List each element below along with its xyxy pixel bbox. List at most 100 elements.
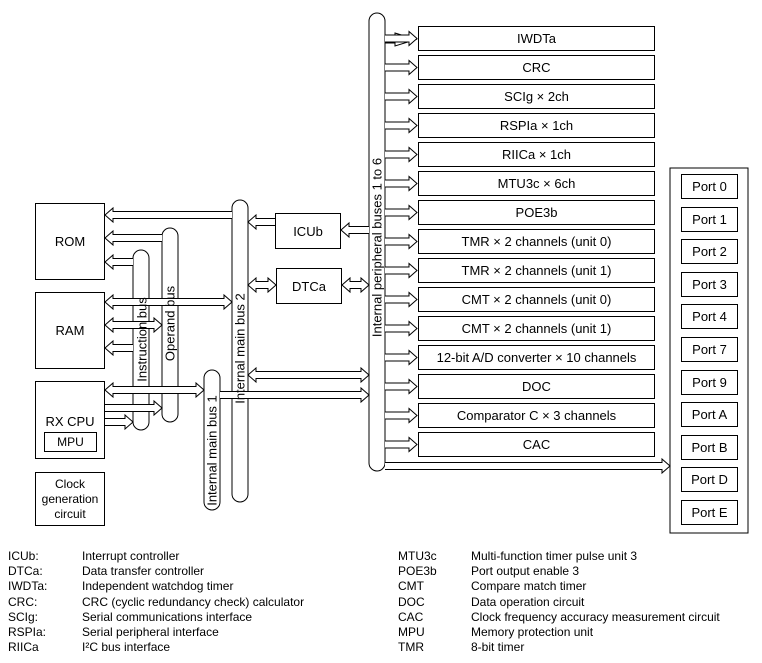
legend-row: SCIg:Serial communications interface: [8, 610, 388, 625]
bus-arrow: [385, 88, 418, 105]
mpu-label: MPU: [57, 435, 84, 449]
clock-label-line2: generation: [41, 491, 99, 506]
legend-row: RSPIa: Serial peripheral interface: [8, 625, 388, 640]
bus-arrow: [385, 204, 418, 221]
legend-abbr: SCIg:: [8, 609, 39, 624]
port-block: Port 9: [681, 370, 738, 395]
legend-row: IWDTa: Independent watchdog timer: [8, 579, 388, 594]
peripheral-block: DOC: [418, 374, 655, 399]
port-frame: [669, 167, 749, 534]
legend-desc: Interrupt controller: [82, 549, 180, 563]
peripheral-block: IWDTa: [418, 26, 655, 51]
legend-row: ICUb:Interrupt controller: [8, 549, 388, 564]
legend-abbr: IWDTa:: [8, 579, 48, 594]
bus-arrow: [247, 276, 277, 294]
bus-arrow: [247, 366, 370, 384]
ram-label: RAM: [55, 323, 85, 338]
bus-arrow: [385, 457, 671, 475]
bus-arrow: [341, 276, 370, 294]
legend-abbr: RSPIa:: [8, 625, 47, 640]
bus-arrow: [104, 253, 133, 271]
bus-arrow: [385, 30, 418, 47]
dtc-block: DTCa: [276, 268, 342, 304]
port-block: Port 2: [681, 239, 738, 264]
bus-arrow: [385, 320, 418, 337]
rom-block: ROM: [35, 203, 105, 280]
legend-desc: Compare match timer: [471, 579, 587, 594]
port-block: Port 0: [681, 174, 738, 199]
peripheral-block: CMT × 2 channels (unit 1): [418, 316, 655, 341]
peripheral-block: POE3b: [418, 200, 655, 225]
legend-row: TMR 8-bit timer: [398, 640, 758, 655]
peripheral-block: TMR × 2 channels (unit 1): [418, 258, 655, 283]
port-block: Port 1: [681, 207, 738, 232]
legend-desc: Independent watchdog timer: [82, 579, 234, 594]
legend-row: CRC:CRC (cyclic redundancy check) calcul…: [8, 595, 388, 610]
rom-label: ROM: [54, 234, 86, 249]
legend-desc: Memory protection unit: [471, 625, 594, 640]
clock-generation-block: Clock generation circuit: [35, 472, 105, 526]
bus-arrow: [385, 407, 418, 424]
bus-arrow: [385, 233, 418, 250]
legend-abbr: DOC: [398, 594, 425, 609]
legend-abbr: CAC: [398, 609, 424, 624]
peripheral-block: Comparator C × 3 channels: [418, 403, 655, 428]
bus-arrow: [104, 381, 205, 399]
legend-abbr: POE3b: [398, 564, 437, 579]
dtc-label: DTCa: [292, 278, 326, 294]
bus-arrow: [340, 221, 369, 239]
bus-arrow: [104, 206, 232, 224]
bus-arrow: [385, 59, 418, 76]
legend-abbr: TMR: [398, 640, 424, 655]
clock-label-line1: Clock: [54, 476, 85, 491]
port-block: Port A: [681, 402, 738, 427]
bus-arrow: [385, 378, 418, 395]
legend-abbr: MPU: [398, 625, 425, 640]
bus-arrow: [385, 291, 418, 308]
clock-label-line3: circuit: [54, 506, 86, 521]
legend-row: MPU Memory protection unit: [398, 625, 758, 640]
legend-desc: I²C bus interface: [82, 640, 171, 655]
main-bus-1-shape: [203, 369, 221, 511]
bus-arrow: [104, 293, 233, 311]
bus-arrow: [385, 262, 418, 279]
peripheral-block: CRC: [418, 55, 655, 80]
instruction-bus-shape: [132, 249, 150, 431]
mpu-block: MPU: [44, 432, 97, 452]
legend-desc: 8-bit timer: [471, 640, 525, 655]
icu-label: ICUb: [293, 223, 323, 239]
legend-abbr: CRC:: [8, 594, 38, 609]
legend-desc: Data transfer controller: [82, 564, 205, 579]
main-bus-2-label: Internal main bus 2: [232, 293, 248, 404]
legend-abbr: DTCa:: [8, 564, 43, 579]
bus-arrow: [385, 175, 418, 192]
bus-arrow: [105, 413, 134, 431]
peripheral-block: 12-bit A/D converter × 10 channels: [418, 345, 655, 370]
peripheral-block: RSPIa × 1ch: [418, 113, 655, 138]
bus-arrow: [385, 436, 418, 453]
bus-arrow: [385, 146, 418, 163]
legend-row: DOC Data operation circuit: [398, 595, 758, 610]
peripheral-block: SCIg × 2ch: [418, 84, 655, 109]
port-block: Port E: [681, 500, 738, 525]
legend-abbr: MTU3c: [398, 549, 437, 563]
legend-desc: Multi-function timer pulse unit 3: [471, 549, 638, 563]
legend-desc: Serial peripheral interface: [82, 625, 219, 640]
cpu-label: RX CPU: [45, 414, 95, 429]
bus-arrow: [247, 213, 275, 231]
port-block: Port 3: [681, 272, 738, 297]
bus-arrow: [104, 229, 162, 247]
peripheral-block: CAC: [418, 432, 655, 457]
legend-desc: Data operation circuit: [471, 594, 585, 609]
port-block: Port B: [681, 435, 738, 460]
peripheral-block: RIICa × 1ch: [418, 142, 655, 167]
port-block: Port 7: [681, 337, 738, 362]
ram-block: RAM: [35, 292, 105, 369]
port-block: Port D: [681, 467, 738, 492]
